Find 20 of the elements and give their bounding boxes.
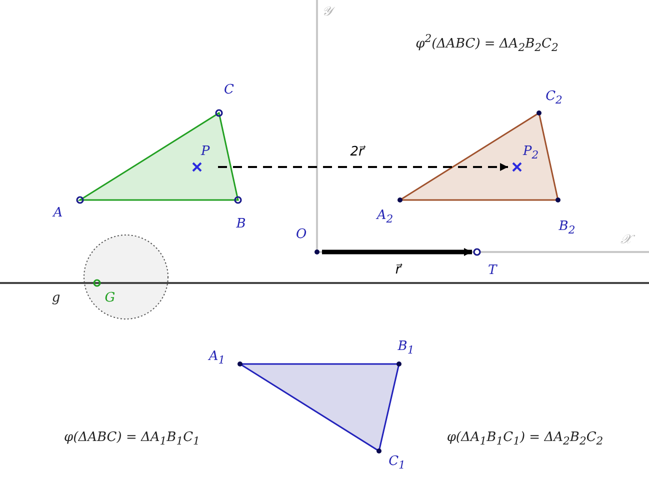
point-label: C [224, 84, 234, 96]
point-label: B [236, 218, 246, 230]
point-label: A [53, 206, 63, 220]
point-label: T [488, 264, 497, 277]
formula: φ(ΔA$_{1}$B$_{1}$C$_{1}$) = ΔA$_{2}$B$_{2}$C$_{2}$ [446, 430, 604, 448]
line-label: g [52, 292, 60, 304]
formula: φ(ΔABC) = ΔA$_{1}$B$_{1}$C$_{1}$ [64, 430, 200, 448]
point-label: A$_{2}$ [376, 208, 394, 226]
point-label: B$_{2}$ [558, 220, 576, 236]
point-label: G [104, 292, 116, 304]
point-label: B$_{1}$ [398, 340, 414, 356]
point-label: C$_{1}$ [388, 454, 406, 472]
point-label: P$_{2}$ [523, 145, 539, 162]
vector-arrow [322, 248, 472, 256]
point-label: P [201, 145, 210, 158]
formula: φ$^{2}$(ΔABC) = ΔA$_{2}$B$_{2}$C$_{2}$ [416, 34, 558, 54]
point-label: A$_{1}$ [208, 350, 226, 366]
vector-arrow [218, 163, 508, 171]
point-label: C$_{2}$ [546, 90, 562, 106]
point-label: O [296, 228, 307, 241]
